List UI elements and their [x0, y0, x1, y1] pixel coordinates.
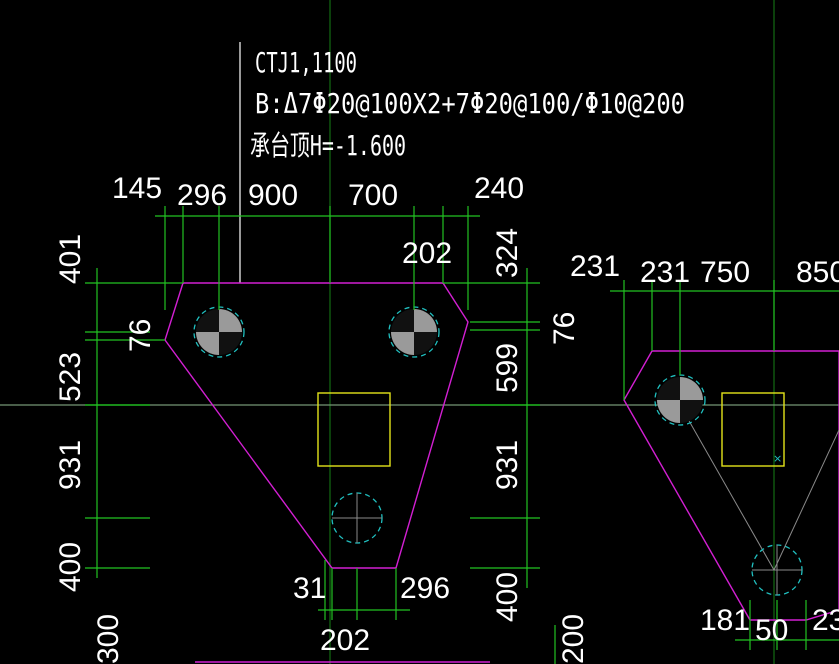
right-column-outline — [721, 392, 785, 467]
right-pile-cap: × 231 231 750 850 181 50 23 200 — [554, 250, 839, 664]
top-dimension-chain: 145 296 900 700 240 202 — [112, 172, 524, 310]
dim-right-cap-850: 850 — [796, 256, 839, 289]
dim-bottom-31: 31 — [293, 572, 326, 605]
dim-top-296: 296 — [177, 179, 227, 212]
dim-top-900: 900 — [248, 179, 298, 212]
dim-right-400: 400 — [491, 572, 524, 622]
right-cap-gray-diagonal-1 — [679, 404, 775, 571]
dim-bottom-296: 296 — [400, 572, 450, 605]
annotation-rebar-spec: B:Δ7Φ20@100X2+7Φ20@100/Φ10@200 — [255, 87, 685, 120]
dim-right-cap-750: 750 — [700, 256, 750, 289]
right-cap-gray-diagonal-2 — [773, 429, 839, 571]
left-dimension-chain: 401 76 523 931 400 300 — [54, 234, 183, 664]
right-pile-left — [654, 374, 706, 426]
column-outline — [317, 392, 391, 467]
annotation-cap-elevation: 承台顶H=-1.600 — [250, 129, 406, 162]
pile-bottom — [331, 492, 383, 544]
dim-right-324: 324 — [491, 228, 524, 278]
dim-right-cap-181: 181 — [700, 604, 750, 637]
dim-left-401: 401 — [54, 234, 87, 284]
right-dimension-chain: 324 76 599 931 400 — [443, 228, 581, 622]
dim-left-400: 400 — [54, 542, 87, 592]
annotation-block: CTJ1,1100 B:Δ7Φ20@100X2+7Φ20@100/Φ10@200… — [250, 46, 685, 162]
dim-right-bottom-200: 200 — [557, 614, 590, 664]
dim-right-76: 76 — [548, 312, 581, 345]
dim-top-240: 240 — [474, 172, 524, 205]
dim-right-cap-231-b: 231 — [640, 256, 690, 289]
dim-top-145: 145 — [112, 172, 162, 205]
dim-top-202: 202 — [402, 237, 452, 270]
dim-left-300: 300 — [92, 614, 125, 664]
pile-right — [388, 306, 440, 358]
pile-left — [193, 306, 245, 358]
bottom-dimension-chain: 31 296 202 — [293, 560, 450, 657]
dim-left-523: 523 — [54, 352, 87, 402]
right-cap-outline — [623, 350, 839, 621]
right-pile-bottom — [751, 544, 803, 596]
dim-right-cap-231-a: 231 — [570, 250, 620, 283]
right-column-mark-icon: × — [773, 452, 782, 465]
dim-left-76: 76 — [124, 319, 157, 352]
dim-top-700: 700 — [348, 179, 398, 212]
dim-right-cap-50: 50 — [755, 614, 788, 647]
annotation-cap-label: CTJ1,1100 — [255, 46, 357, 79]
dim-right-599: 599 — [491, 343, 524, 393]
dim-left-931: 931 — [54, 440, 87, 490]
dim-right-931: 931 — [491, 440, 524, 490]
dim-right-cap-23: 23 — [812, 604, 839, 637]
dim-bottom-202: 202 — [320, 624, 370, 657]
